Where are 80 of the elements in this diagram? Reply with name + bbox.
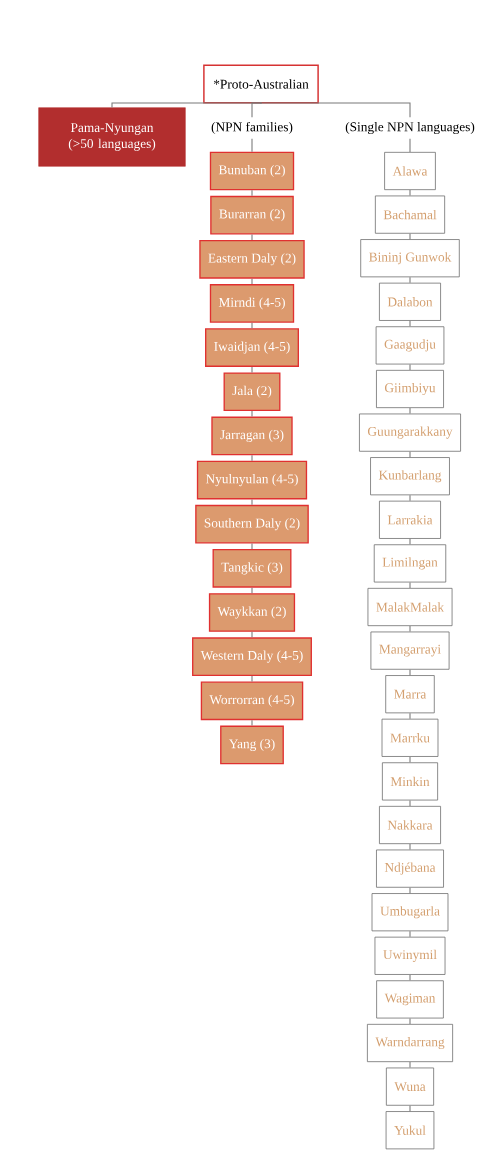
connector-line [409,189,411,197]
family-box: Jarragan (3) [211,416,293,456]
language-box: Marrku [381,718,439,757]
connector-line [409,712,411,720]
language-box: Limilngan [373,544,447,583]
language-box: MalakMalak [367,587,453,627]
connector-line [251,102,262,118]
language-box: Gaagudju [375,326,445,365]
language-box: Guungarakkany [359,413,461,452]
connector-line [409,930,411,938]
connector-line [251,543,253,550]
connector-line [251,675,253,682]
language-box: Marra [385,675,435,714]
language-box: Umbugarla [371,893,449,932]
family-box: Bunuban (2) [209,151,295,191]
language-box: Bachamal [374,195,446,234]
connector-line [409,233,411,240]
language-box: Ndjébana [376,849,444,888]
language-box: Bininj Gunwok [360,239,460,278]
language-box: Wuna [385,1067,435,1106]
language-box: Wagiman [376,980,444,1019]
family-box: Iwaidjan (4-5) [205,328,299,367]
connector-line [251,233,253,241]
connector-line [251,366,253,373]
connector-line [251,138,253,153]
family-box: Nyulnyulan (4-5) [196,460,308,500]
connector-line [409,407,411,415]
language-box: Mangarrayi [370,631,450,670]
language-box: Nakkara [379,805,441,845]
connector-line [251,498,253,506]
family-box: Mirndi (4-5) [209,284,295,323]
family-box: Eastern Daly (2) [199,239,305,279]
language-box: Alawa [384,151,436,191]
connector-line [409,843,411,851]
connector-line [409,1105,411,1112]
connector-line [409,581,411,589]
connector-line [409,625,411,633]
connector-line [251,719,253,727]
connector-line [251,410,253,418]
family-box: Western Daly (4-5) [192,637,312,676]
connector-line [409,1061,411,1069]
connector-line [251,278,253,285]
language-box: Yukul [385,1111,435,1150]
group-heading: (NPN families) [211,121,293,135]
branch-box: Pama-Nyungan (>50 languages) [38,107,186,167]
family-box: Waykkan (2) [208,593,296,632]
connector-line [409,276,411,284]
connector-line [409,887,411,894]
family-box: Tangkic (3) [212,549,292,588]
connector-line [251,322,253,329]
connector-line [409,451,411,458]
connector-line [251,631,253,638]
family-box: Yang (3) [220,725,284,765]
connector-line [409,974,411,981]
language-box: Larrakia [379,500,441,539]
connector-line [409,494,411,502]
family-box: Worrorran (4-5) [200,681,304,721]
connector-line [409,363,411,371]
root-box: *Proto-Australian [203,64,319,104]
language-box: Uwinymil [374,936,446,975]
connector-line [409,756,411,763]
family-box: Burarran (2) [210,195,294,235]
language-box: Giimbiyu [376,369,444,409]
language-box: Minkin [381,762,439,801]
connector-line [260,102,411,118]
connector-line [409,138,411,153]
connector-line [409,799,411,807]
family-box: Southern Daly (2) [195,504,309,544]
language-box: Warndarrang [367,1023,454,1063]
connector-line [409,320,411,327]
connector-line [409,1017,411,1025]
connector-line [409,538,411,545]
language-box: Dalabon [379,282,441,321]
group-heading: (Single NPN languages) [345,121,475,135]
connector-line [251,189,253,197]
connector-line [251,454,253,462]
connector-line [409,669,411,676]
family-box: Jala (2) [223,372,281,412]
connector-line [251,587,253,594]
language-box: Kunbarlang [370,457,450,496]
